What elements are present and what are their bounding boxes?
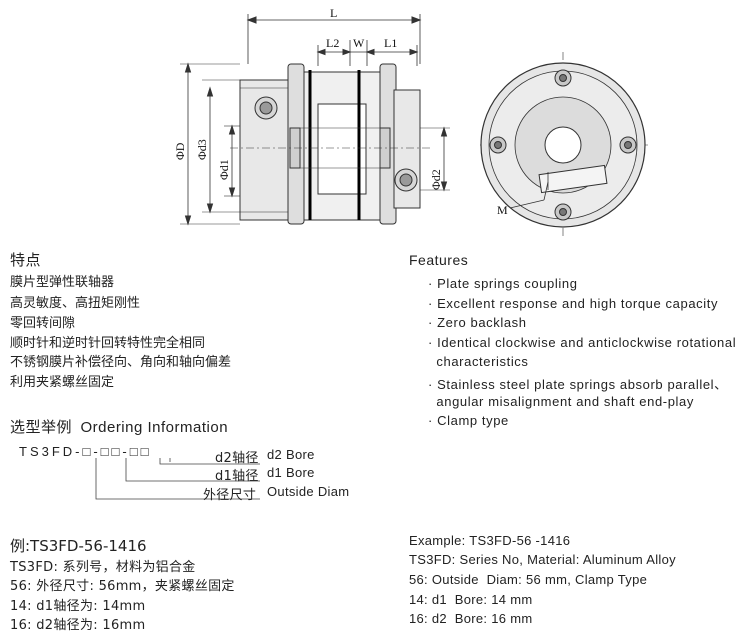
features-en-item: angular misalignment and shaft end-play (428, 394, 694, 409)
features-en-title: Features (409, 252, 469, 268)
features-en-item: characteristics (428, 354, 529, 369)
ordering-title-en: Ordering Information (80, 419, 229, 436)
example-en-title: Example: TS3FD-56 -1416 (409, 533, 571, 548)
ordering-label-en: d2 Bore (267, 447, 315, 462)
features-en-item: · Excellent response and high torque cap… (428, 296, 719, 311)
features-en-item: · Plate springs coupling (428, 276, 578, 291)
ordering-label-en: d1 Bore (267, 465, 315, 480)
example-en-line: 56: Outside Diam: 56 mm, Clamp Type (409, 572, 648, 587)
front-view (480, 52, 650, 238)
example-en-line: 16: d2 Bore: 16 mm (409, 611, 533, 626)
dim-D: ΦD (173, 142, 187, 160)
example-cn-line: 56: 外径尺寸: 56mm，夹紧螺丝固定 (10, 579, 235, 594)
dim-d2: Φd2 (429, 169, 443, 190)
ordering-label-cn: d1轴径 (215, 469, 259, 484)
features-en-item: · Identical clockwise and anticlockwise … (428, 335, 737, 350)
example-en-line: TS3FD: Series No, Material: Aluminum All… (409, 552, 676, 567)
example-cn-line: 14: d1轴径为: 14mm (10, 599, 146, 614)
ordering-label-cn: 外径尺寸 (203, 488, 257, 503)
coupling-drawing: L L2 W L1 ΦD Φd3 Φd1 Φd2 M (173, 6, 650, 238)
ordering-title-cn: 选型举例 (10, 418, 73, 436)
features-cn-item: 膜片型弹性联轴器 (10, 275, 115, 290)
example-cn-line: 16: d2轴径为: 16mm (10, 618, 146, 633)
dim-M: M (497, 203, 508, 217)
dim-L: L (330, 6, 337, 20)
features-en-item: · Stainless steel plate springs absorb p… (428, 377, 728, 392)
features-cn-item: 不锈钢膜片补偿径向、角向和轴向偏差 (10, 355, 232, 370)
features-cn-title: 特点 (10, 251, 42, 269)
dim-L1: L1 (384, 36, 397, 50)
ordering-label-cn: d2轴径 (215, 451, 259, 466)
features-cn-item: 利用夹紧螺丝固定 (10, 375, 115, 390)
features-cn-item: 顺时针和逆时针回转特性完全相同 (10, 336, 206, 351)
ordering-code: TS3FD-□-□□-□□ (19, 444, 152, 459)
side-view (180, 14, 450, 226)
ordering-label-en: Outside Diam (267, 484, 350, 499)
example-en-line: 14: d1 Bore: 14 mm (409, 592, 533, 607)
dim-L2: L2 (326, 36, 339, 50)
example-cn-line: TS3FD: 系列号，材料为铝合金 (10, 560, 196, 575)
dim-W: W (353, 36, 365, 50)
example-cn-title: 例:TS3FD-56-1416 (10, 537, 147, 555)
ordering-title: 选型举例 Ordering Information (10, 416, 228, 437)
features-cn-item: 高灵敏度、高扭矩刚性 (10, 296, 141, 311)
dim-d3: Φd3 (195, 139, 209, 160)
features-en-item: · Zero backlash (428, 315, 527, 330)
dim-d1: Φd1 (217, 159, 231, 180)
features-cn-item: 零回转间隙 (10, 316, 76, 331)
features-en-item: · Clamp type (428, 413, 509, 428)
